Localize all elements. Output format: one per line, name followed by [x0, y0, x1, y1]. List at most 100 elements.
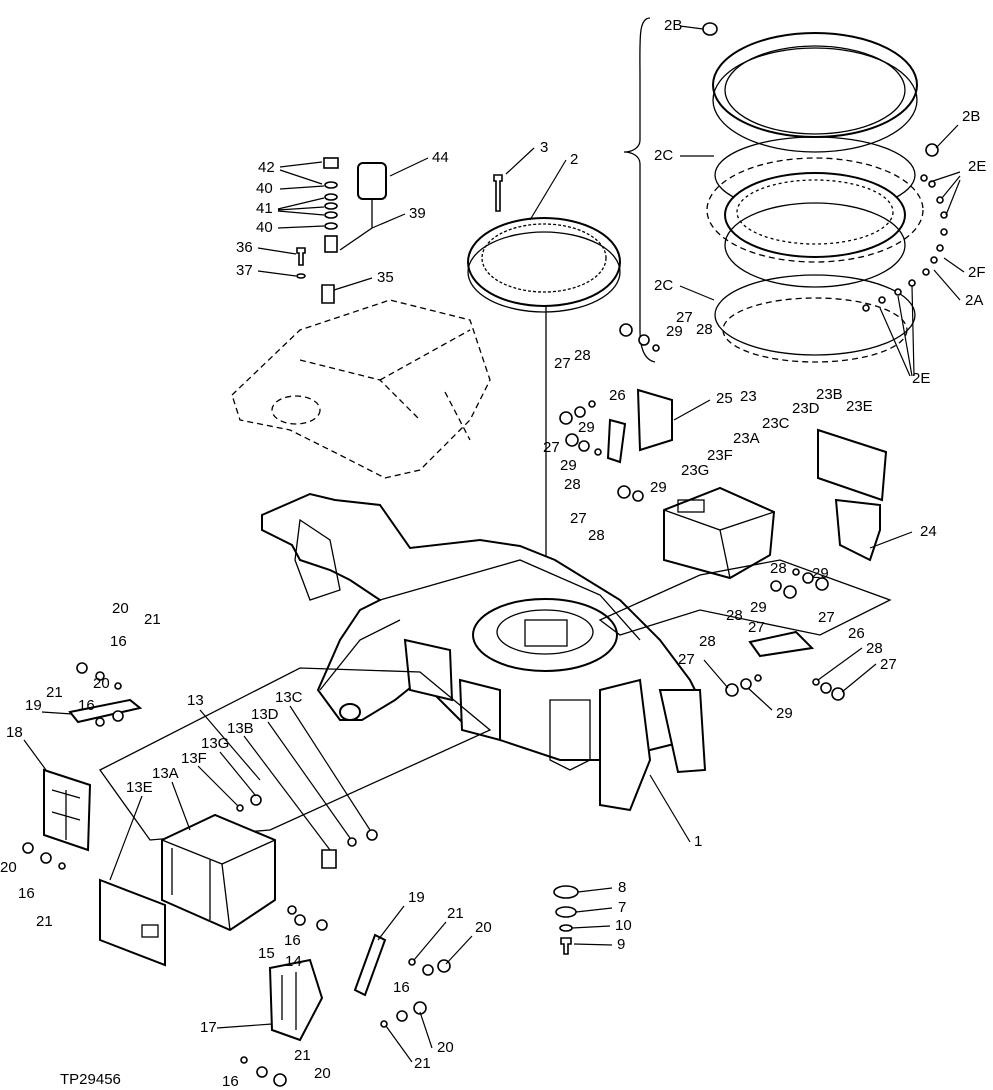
swing-bearing-exploded-group	[623, 17, 948, 363]
left-panel-outline	[99, 667, 492, 841]
callout-l-21a: 21	[144, 611, 161, 628]
callout-l-40b: 40	[256, 219, 273, 236]
bolt-20f-icon	[273, 1073, 287, 1087]
box-23-lid	[677, 499, 705, 513]
callout-l-20b: 20	[93, 675, 110, 692]
callout-l-29b: 29	[578, 419, 595, 436]
callout-l-29a: 29	[666, 323, 683, 340]
callout-l-2c-top: 2C	[654, 147, 673, 164]
washer-29f-icon	[770, 580, 782, 592]
bearing-phantom-ring	[706, 157, 924, 263]
washer-21e-icon	[380, 1020, 388, 1028]
washer-15-icon	[294, 914, 306, 926]
washer-16f-icon	[396, 1010, 408, 1022]
callout-l-21b: 21	[46, 684, 63, 701]
callout-l-25: 25	[716, 390, 733, 407]
bracket-35-icon	[321, 284, 335, 304]
bolt-20c-icon	[22, 842, 34, 854]
callout-l-40a: 40	[256, 180, 273, 197]
bearing-inner-gear-lower	[724, 202, 906, 288]
plate-8-icon	[553, 885, 579, 899]
bolt-20a-icon	[76, 662, 88, 674]
cover-13e	[99, 878, 166, 967]
washer-29d-icon	[632, 490, 644, 502]
bolt-13g-icon	[250, 794, 262, 806]
callout-l-20e: 20	[437, 1039, 454, 1056]
callout-l-16b: 16	[78, 697, 95, 714]
callout-l-13g: 13G	[201, 735, 229, 752]
callout-l-15: 15	[258, 945, 275, 962]
bolt-27a-icon	[619, 323, 633, 337]
bracket-26b	[748, 630, 815, 658]
bolt-2b-top-icon	[702, 22, 718, 36]
washer-21a-icon	[114, 682, 122, 690]
bearing-outer-ring-top-lip	[712, 47, 918, 153]
cover-13e-badge	[141, 924, 159, 938]
main-frame	[261, 492, 707, 812]
washer-16c-icon	[40, 852, 52, 864]
callout-l-23c: 23C	[762, 415, 790, 432]
callout-l-8: 8	[618, 879, 626, 896]
callout-l-23: 23	[740, 388, 757, 405]
callout-l-16e: 16	[393, 979, 410, 996]
nut-42-icon	[323, 157, 339, 169]
bracket-24	[834, 498, 881, 562]
bolt-20b-icon	[112, 710, 124, 722]
bolt-3-icon	[493, 174, 503, 212]
washer-37-icon	[296, 273, 306, 279]
callout-l-29d: 29	[650, 479, 667, 496]
callout-l-27b: 27	[554, 355, 571, 372]
washer-21f-icon	[240, 1056, 248, 1064]
washer-13d-icon	[347, 837, 357, 847]
washer-40b-icon	[324, 222, 338, 230]
callout-l-44: 44	[432, 149, 449, 166]
washer-41a-icon	[324, 193, 338, 201]
callout-l-23a: 23A	[733, 430, 760, 447]
callout-l-28a: 28	[696, 321, 713, 338]
right-panel-outline	[598, 559, 892, 636]
washer-13f-icon	[236, 804, 244, 812]
callout-l-41: 41	[256, 200, 273, 217]
washer-41c-icon	[324, 211, 338, 219]
washer-16d-icon	[287, 905, 297, 915]
callout-l-23b: 23B	[816, 386, 843, 403]
washer-16g-icon	[256, 1066, 268, 1078]
callout-l-28d: 28	[588, 527, 605, 544]
lever-assembly	[296, 157, 387, 304]
knob-44-icon	[357, 162, 387, 200]
bolt-9-icon	[560, 937, 572, 955]
box-23-body	[663, 486, 776, 580]
callout-l-28f: 28	[726, 607, 743, 624]
callout-l-29f: 29	[750, 599, 767, 616]
bearing-inner-gear-teeth	[736, 179, 894, 245]
washer-28a-icon	[652, 344, 660, 352]
bolt-27d-icon	[617, 485, 631, 499]
washer-40-icon	[324, 181, 338, 189]
washer-10-icon	[559, 924, 573, 932]
callout-l-20c: 20	[0, 859, 17, 876]
callout-l-3: 3	[540, 139, 548, 156]
bolt-14-icon	[316, 919, 328, 931]
callout-l-19b: 19	[408, 889, 425, 906]
washer-16b-icon	[95, 717, 105, 727]
callout-l-29e: 29	[812, 565, 829, 582]
callout-l-26b: 26	[848, 625, 865, 642]
callout-l-2b-top: 2B	[664, 17, 682, 34]
callout-l-23e: 23E	[846, 398, 873, 415]
frame-rear-support	[599, 678, 652, 812]
callout-l-24: 24	[920, 523, 937, 540]
washer-16e-icon	[422, 964, 434, 976]
callout-l-10: 10	[615, 917, 632, 934]
bracket-17-detail	[281, 972, 297, 1030]
callout-l-2f: 2F	[968, 264, 986, 281]
callout-l-20f: 20	[314, 1065, 331, 1082]
callout-l-36: 36	[236, 239, 253, 256]
bushing-icon	[324, 235, 338, 253]
upperstructure-phantom	[231, 299, 491, 479]
bolt-27g-icon	[725, 683, 739, 697]
callout-l-27d: 27	[570, 510, 587, 527]
upperstructure-phantom-hole	[271, 395, 321, 425]
washer-7-icon	[555, 906, 577, 918]
callout-l-21f: 21	[294, 1047, 311, 1064]
